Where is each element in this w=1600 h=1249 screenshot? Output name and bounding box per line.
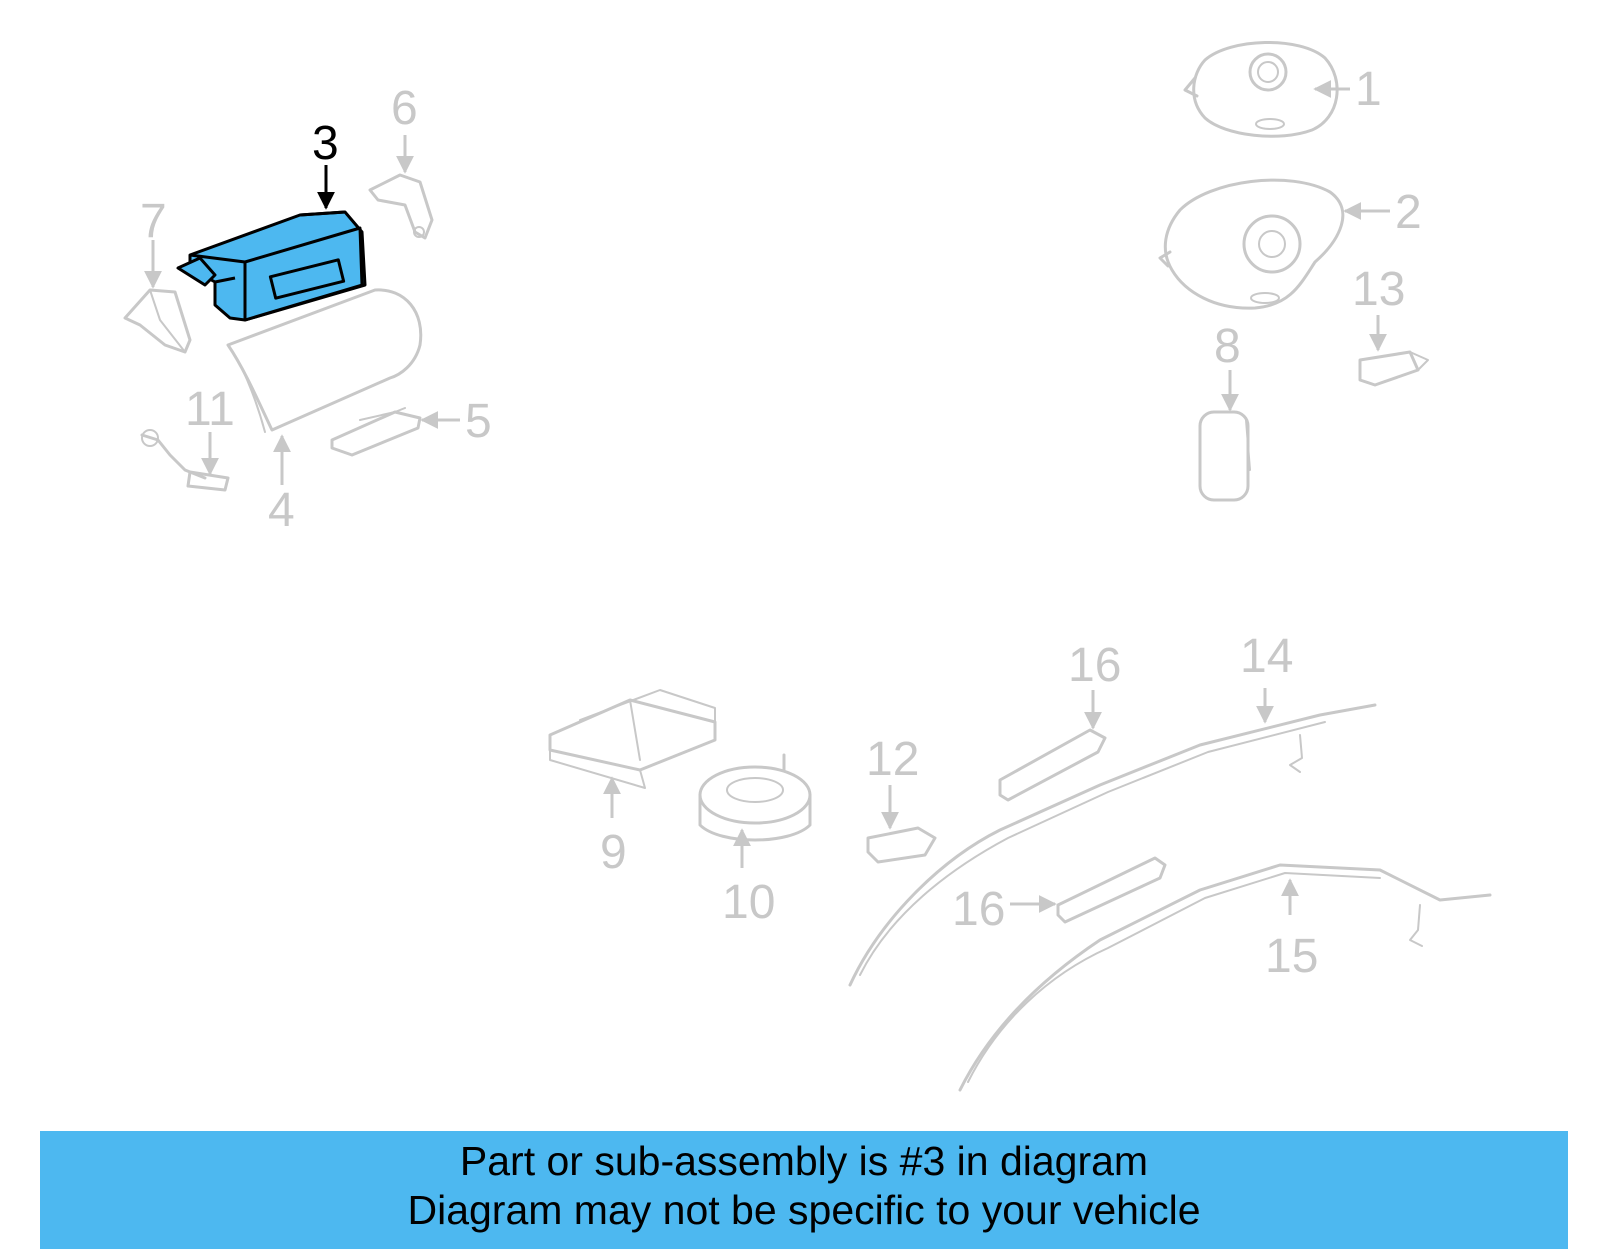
part-16-upper-module[interactable] (998, 690, 1107, 802)
part-6-bracket[interactable] (368, 135, 434, 240)
callout-7: 7 (140, 195, 167, 248)
part-7-bracket[interactable] (123, 240, 192, 354)
callout-11: 11 (185, 383, 235, 436)
callout-16b: 16 (952, 883, 1005, 936)
callout-15: 15 (1265, 930, 1318, 983)
part-8-side-airbag[interactable] (1198, 370, 1251, 502)
part-5-module[interactable] (330, 407, 460, 457)
banner-line-2: Diagram may not be specific to your vehi… (407, 1187, 1201, 1233)
callout-4: 4 (268, 484, 295, 537)
part-1-driver-airbag[interactable] (1183, 41, 1350, 138)
info-banner: Part or sub-assembly is #3 in diagram Di… (40, 1131, 1568, 1249)
banner-line-1: Part or sub-assembly is #3 in diagram (459, 1138, 1149, 1184)
part-14-curtain-airbag[interactable] (848, 688, 1377, 987)
callout-14: 14 (1240, 630, 1293, 683)
callout-6: 6 (391, 82, 418, 135)
callout-13: 13 (1352, 263, 1405, 316)
part-12-sensor[interactable] (866, 785, 937, 864)
callout-5: 5 (465, 395, 492, 448)
part-15-curtain-airbag[interactable] (958, 863, 1492, 1092)
callout-8: 8 (1214, 320, 1241, 373)
part-11-harness[interactable] (140, 429, 230, 492)
part-2-driver-airbag[interactable] (1158, 178, 1390, 310)
callout-2: 2 (1395, 186, 1422, 239)
callout-1: 1 (1355, 63, 1382, 116)
callout-10: 10 (722, 876, 775, 929)
part-3-passenger-airbag-highlighted[interactable] (176, 165, 367, 322)
part-16-lower-module[interactable] (1010, 856, 1167, 924)
part-13-sensor[interactable] (1358, 315, 1429, 387)
callout-3: 3 (312, 117, 339, 170)
callout-9: 9 (600, 826, 627, 879)
part-10-clock-spring[interactable] (698, 753, 812, 868)
part-4-dash-cover[interactable] (226, 288, 423, 485)
part-9-control-module[interactable] (548, 689, 717, 818)
callout-12: 12 (866, 733, 919, 786)
callout-16a: 16 (1068, 639, 1121, 692)
